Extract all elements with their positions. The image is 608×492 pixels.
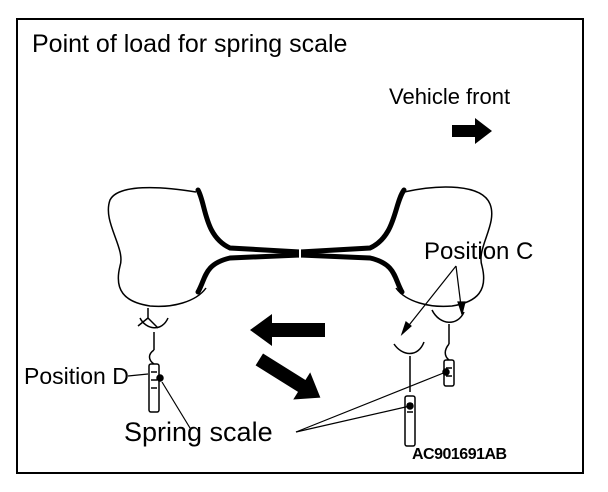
arrow-down-right-icon [255,353,321,400]
arrow-left-icon [250,314,325,346]
spring-scale-right-inner [393,341,425,447]
position-d-label: Position D [24,363,129,389]
leader-lines [127,265,466,433]
vehicle-front-label: Vehicle front [389,84,511,109]
position-c-label: Position C [424,238,534,265]
diagram-title: Point of load for spring scale [32,30,348,58]
axle-beam [195,187,407,295]
spring-scale-left [137,308,169,413]
arrow-right-icon [452,118,492,144]
spring-scale-right-outer [431,309,465,387]
reference-code: AC901691AB [412,446,507,463]
spring-scale-label: Spring scale [124,417,273,447]
right-wheel-outline [395,186,493,308]
left-wheel-outline [107,186,207,308]
